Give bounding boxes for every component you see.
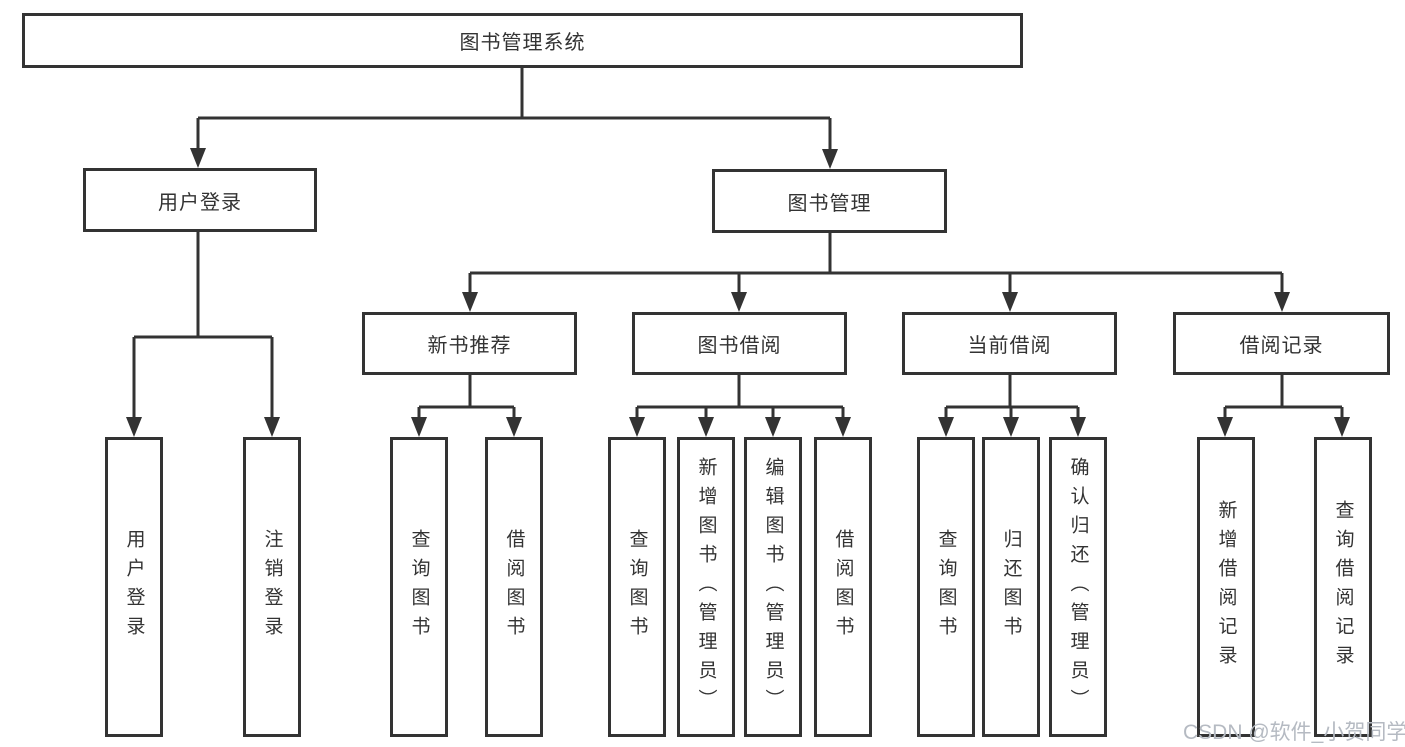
- leaf-newbook-query-books: 查询图书: [390, 437, 448, 737]
- node-new-book-recommend: 新书推荐: [362, 312, 577, 375]
- node-book-management: 图书管理: [712, 169, 947, 233]
- leaf-label: 确认归还（管理员）: [1067, 456, 1089, 718]
- leaf-label: 用户登录: [123, 529, 145, 645]
- leaf-records-add-record: 新增借阅记录: [1197, 437, 1255, 737]
- leaf-label: 编辑图书（管理员）: [762, 456, 784, 718]
- leaf-borrow-borrow-books: 借阅图书: [814, 437, 872, 737]
- leaf-label: 借阅图书: [832, 529, 854, 645]
- leaf-label: 查询图书: [935, 529, 957, 645]
- watermark: CSDN @软件_小贺同学: [1183, 721, 1405, 744]
- leaf-label: 归还图书: [1000, 529, 1022, 645]
- leaf-current-confirm-return-admin: 确认归还（管理员）: [1049, 437, 1107, 737]
- node-user-login: 用户登录: [83, 168, 317, 232]
- leaf-label: 查询借阅记录: [1332, 500, 1354, 674]
- node-book-borrow: 图书借阅: [632, 312, 847, 375]
- leaf-current-query-books: 查询图书: [917, 437, 975, 737]
- leaf-label: 借阅图书: [503, 529, 525, 645]
- leaf-user-login: 用户登录: [105, 437, 163, 737]
- leaf-current-return-books: 归还图书: [982, 437, 1040, 737]
- leaf-logout: 注销登录: [243, 437, 301, 737]
- leaf-borrow-query-books: 查询图书: [608, 437, 666, 737]
- leaf-newbook-borrow-books: 借阅图书: [485, 437, 543, 737]
- leaf-label: 查询图书: [626, 529, 648, 645]
- leaf-records-query-record: 查询借阅记录: [1314, 437, 1372, 737]
- leaf-label: 新增图书（管理员）: [695, 456, 717, 718]
- leaf-label: 注销登录: [261, 529, 283, 645]
- leaf-label: 新增借阅记录: [1215, 500, 1237, 674]
- node-current-borrow: 当前借阅: [902, 312, 1117, 375]
- leaf-borrow-add-books-admin: 新增图书（管理员）: [677, 437, 735, 737]
- leaf-label: 查询图书: [408, 529, 430, 645]
- node-library-system: 图书管理系统: [22, 13, 1023, 68]
- arrowheads: [126, 148, 1350, 437]
- node-borrow-records: 借阅记录: [1173, 312, 1390, 375]
- leaf-borrow-edit-books-admin: 编辑图书（管理员）: [744, 437, 802, 737]
